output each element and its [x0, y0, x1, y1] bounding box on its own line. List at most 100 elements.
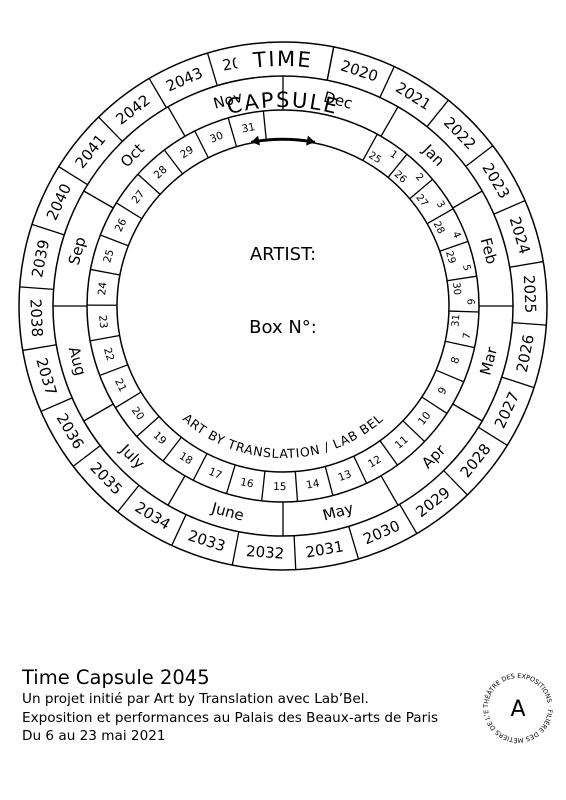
caption-line-exhibition: Exposition et performances au Palais des… — [22, 709, 439, 726]
day-label: 9 — [436, 385, 450, 397]
year-divider — [512, 322, 547, 326]
year-label: 2022 — [440, 114, 480, 154]
day-label: 3 — [434, 199, 447, 210]
credit-arc-text: ART BY TRANSLATION / LAB BEL — [180, 410, 386, 461]
year-label: 2030 — [361, 517, 403, 549]
year-label: 2043 — [163, 64, 205, 96]
month-divider — [452, 190, 483, 209]
year-divider — [148, 78, 167, 109]
month-divider — [167, 106, 186, 137]
month-divider — [167, 475, 186, 506]
day-label-echo: 31 — [450, 314, 462, 328]
month-label: Oct — [117, 140, 148, 171]
day-label: 4 — [450, 230, 463, 240]
day-label: 5 — [460, 264, 472, 272]
year-label: 2033 — [186, 526, 228, 555]
caption-title: Time Capsule 2045 — [22, 666, 210, 689]
day-divider — [192, 453, 208, 481]
caption-line-project: Un projet initié par Art by Translation … — [22, 691, 369, 707]
day-label: 6 — [464, 298, 475, 305]
time-capsule-wheel: 2020202120222023202420252026202720282029… — [18, 41, 548, 571]
month-ring-inner-edge — [86, 109, 480, 503]
year-divider — [98, 116, 123, 142]
month-label: May — [321, 499, 356, 524]
day-label: 10 — [416, 410, 434, 428]
arrow-head — [251, 135, 260, 146]
day-divider — [362, 133, 378, 161]
month-label: July — [116, 440, 149, 473]
day-label: 7 — [462, 332, 474, 340]
year-label: 2032 — [245, 542, 284, 563]
day-divider — [294, 471, 299, 502]
day-divider — [435, 369, 465, 383]
day-divider — [225, 464, 236, 494]
day-ring-inner-edge — [116, 139, 450, 473]
day-label: 16 — [239, 476, 255, 490]
arrow-head — [306, 135, 315, 146]
year-divider — [379, 66, 395, 98]
day-divider — [261, 470, 266, 501]
day-label: 20 — [129, 405, 147, 423]
day-divider — [445, 340, 475, 349]
day-divider — [90, 334, 120, 342]
day-label: 29 — [178, 144, 196, 161]
year-divider — [493, 199, 526, 215]
year-divider — [293, 535, 297, 570]
year-divider — [171, 514, 187, 546]
year-divider — [40, 397, 73, 413]
year-divider — [19, 286, 54, 290]
day-label: 13 — [337, 468, 354, 484]
year-label: 2025 — [520, 275, 540, 314]
year-label: 2029 — [412, 484, 453, 521]
caption-line-dates: Du 6 au 23 mai 2021 — [22, 728, 166, 744]
year-divider — [206, 52, 218, 86]
year-divider — [426, 99, 449, 128]
day-label: 26 — [113, 216, 130, 234]
day-divider — [115, 391, 142, 409]
year-label: 2021 — [392, 78, 434, 113]
day-divider — [115, 202, 143, 220]
month-label: Mar — [476, 344, 501, 377]
day-label: 19 — [151, 429, 169, 447]
day-label-echo: 29 — [443, 250, 457, 265]
month-label: Feb — [477, 236, 501, 266]
year-label: 2028 — [457, 440, 495, 481]
year-label: 2042 — [112, 91, 153, 128]
day-divider — [426, 208, 454, 225]
day-label: 24 — [96, 281, 109, 296]
month-label: June — [209, 499, 246, 525]
day-divider — [90, 268, 121, 276]
day-label: 31 — [241, 121, 256, 135]
day-label: 25 — [101, 248, 116, 264]
day-label-echo: 28 — [431, 220, 447, 236]
day-label: 2 — [413, 172, 425, 184]
day-label: 11 — [393, 434, 411, 452]
day-label: 17 — [207, 466, 224, 482]
year-label: 2024 — [506, 215, 534, 257]
year-divider — [501, 376, 535, 389]
year-label: 2038 — [26, 298, 46, 337]
day-divider — [387, 153, 408, 178]
outer-ring — [18, 41, 548, 571]
day-label: 8 — [449, 355, 462, 365]
day-label: 12 — [366, 453, 384, 470]
caption-block: Time Capsule 2045 Un projet initié par A… — [22, 666, 462, 746]
year-divider — [58, 166, 88, 186]
day-label: 1 — [388, 149, 400, 162]
day-divider — [100, 234, 129, 247]
day-divider — [227, 117, 238, 147]
day-label: 28 — [152, 164, 170, 182]
artist-field-label: ARTIST: — [250, 244, 316, 265]
month-divider — [380, 106, 399, 137]
seal-letter-icon: A — [510, 697, 525, 722]
day-label-echo: 30 — [450, 282, 462, 296]
year-divider — [22, 344, 57, 352]
year-divider — [231, 531, 240, 566]
title-time: TIME — [251, 47, 314, 73]
day-divider — [137, 173, 161, 195]
day-divider — [353, 455, 368, 484]
day-label: 14 — [305, 477, 320, 491]
day-divider — [324, 466, 334, 496]
day-divider — [99, 364, 128, 377]
month-label: Aug — [65, 345, 90, 378]
